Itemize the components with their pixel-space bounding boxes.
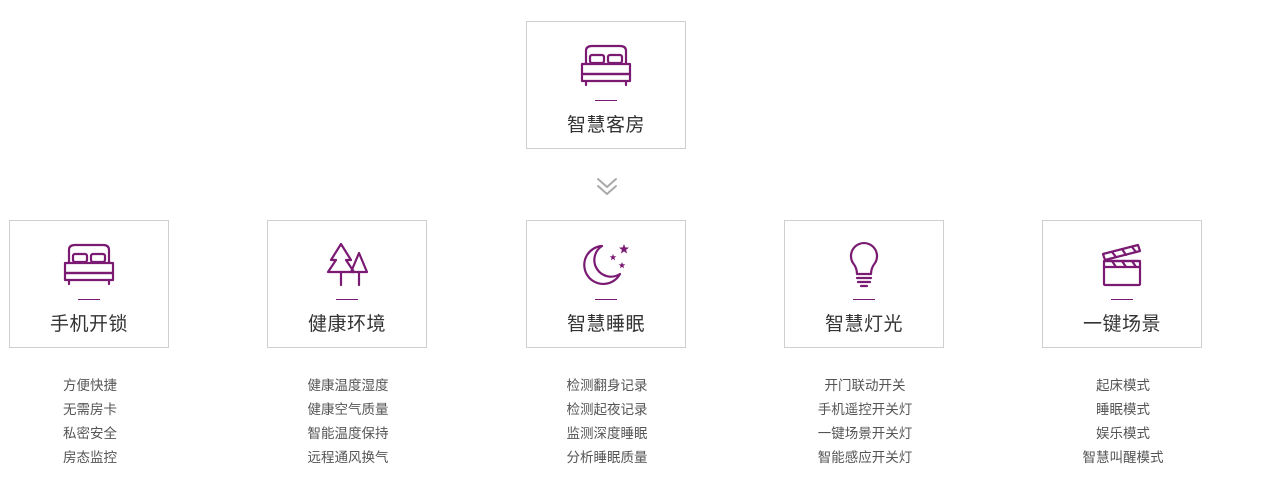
list-item: 睡眠模式 xyxy=(1096,402,1150,418)
list-item: 健康空气质量 xyxy=(307,402,389,418)
feature-list-smart-lighting: 开门联动开关 手机遥控开关灯 一键场景开关灯 智能感应开关灯 xyxy=(765,374,965,470)
chevron-double-down-icon xyxy=(596,176,618,196)
list-item: 起床模式 xyxy=(1096,378,1150,394)
list-item: 房态监控 xyxy=(63,450,117,466)
divider xyxy=(336,299,358,300)
list-item: 一键场景开关灯 xyxy=(817,426,913,442)
list-item: 娱乐模式 xyxy=(1096,426,1150,442)
card-title: 手机开锁 xyxy=(49,313,128,335)
list-item: 检测翻身记录 xyxy=(566,378,648,394)
list-item: 开门联动开关 xyxy=(824,378,906,394)
feature-card-healthy-environment[interactable]: 健康环境 xyxy=(267,220,427,348)
divider xyxy=(595,100,617,101)
light-bulb-icon xyxy=(836,241,892,289)
divider xyxy=(78,299,100,300)
bed-icon xyxy=(61,241,117,289)
card-title: 一键场景 xyxy=(1082,313,1161,335)
feature-list-smart-sleep: 检测翻身记录 检测起夜记录 监测深度睡眠 分析睡眠质量 xyxy=(507,374,707,470)
divider xyxy=(1111,299,1133,300)
divider xyxy=(595,299,617,300)
bed-icon xyxy=(578,42,634,90)
card-title: 智慧灯光 xyxy=(824,313,903,335)
feature-list-healthy-environment: 健康温度湿度 健康空气质量 智能温度保持 远程通风换气 xyxy=(248,374,448,470)
feature-list-phone-unlock: 方便快捷 无需房卡 私密安全 房态监控 xyxy=(0,374,190,470)
feature-card-smart-lighting[interactable]: 智慧灯光 xyxy=(784,220,944,348)
trees-icon xyxy=(319,241,375,289)
moon-stars-icon xyxy=(578,241,634,289)
list-item: 私密安全 xyxy=(63,426,117,442)
feature-card-one-key-scene[interactable]: 一键场景 xyxy=(1042,220,1202,348)
list-item: 检测起夜记录 xyxy=(566,402,648,418)
feature-card-smart-sleep[interactable]: 智慧睡眠 xyxy=(526,220,686,348)
feature-card-phone-unlock[interactable]: 手机开锁 xyxy=(9,220,169,348)
top-card-smart-room[interactable]: 智慧客房 xyxy=(526,21,686,149)
list-item: 方便快捷 xyxy=(63,378,117,394)
list-item: 手机遥控开关灯 xyxy=(817,402,913,418)
list-item: 分析睡眠质量 xyxy=(566,450,648,466)
list-item: 监测深度睡眠 xyxy=(566,426,648,442)
clapperboard-icon xyxy=(1094,241,1150,289)
list-item: 智慧叫醒模式 xyxy=(1082,450,1164,466)
list-item: 智能感应开关灯 xyxy=(817,450,913,466)
list-item: 无需房卡 xyxy=(63,402,117,418)
list-item: 健康温度湿度 xyxy=(307,378,389,394)
card-title: 智慧睡眠 xyxy=(566,313,645,335)
list-item: 智能温度保持 xyxy=(307,426,389,442)
feature-list-one-key-scene: 起床模式 睡眠模式 娱乐模式 智慧叫醒模式 xyxy=(1023,374,1223,470)
divider xyxy=(853,299,875,300)
list-item: 远程通风换气 xyxy=(307,450,389,466)
card-title: 健康环境 xyxy=(307,313,386,335)
card-title: 智慧客房 xyxy=(566,114,645,136)
